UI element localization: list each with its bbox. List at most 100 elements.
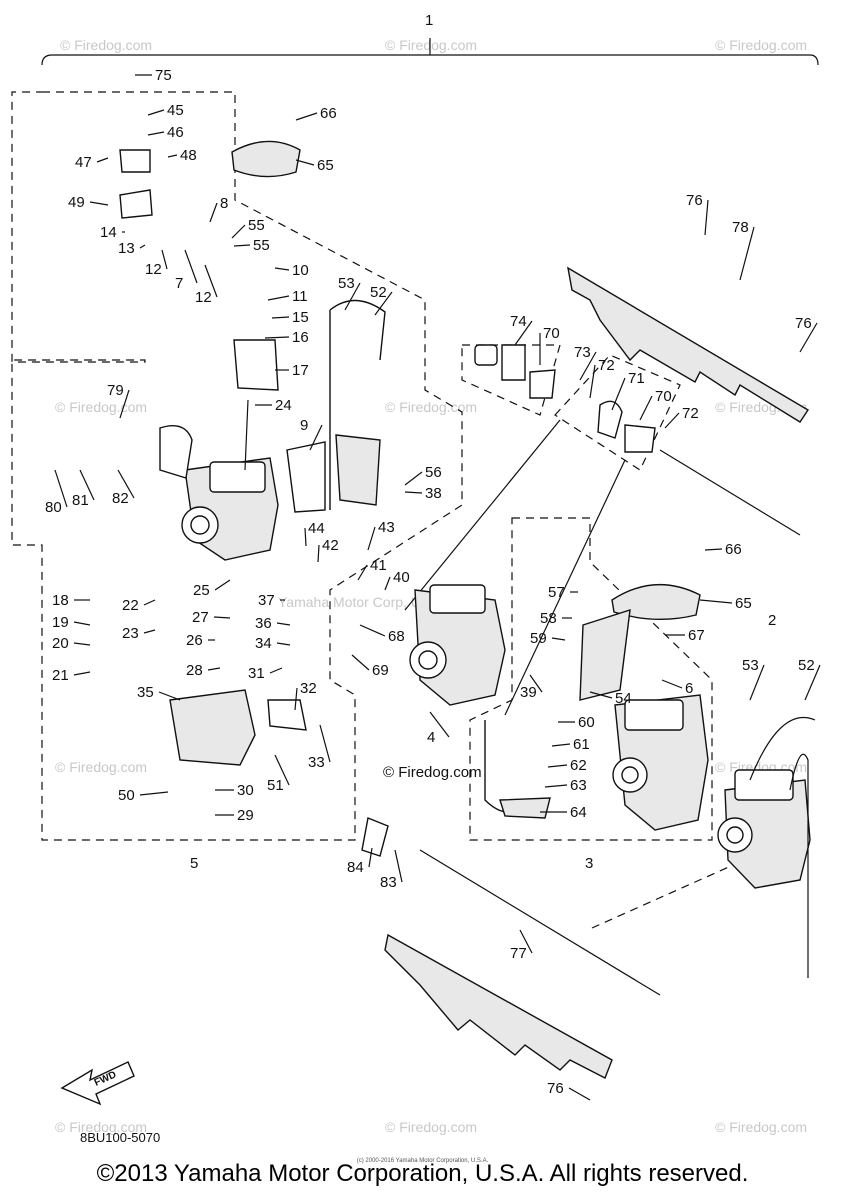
callout-label: 55	[253, 237, 270, 254]
callout-leader	[344, 282, 361, 311]
callout-label: 14	[100, 224, 117, 241]
callout-label: 29	[237, 807, 254, 824]
callout-label: 67	[688, 627, 705, 644]
callout-leader	[158, 691, 181, 701]
diagram-code: 8BU100-5070	[80, 1130, 161, 1145]
callout-label: 2	[768, 612, 776, 629]
callout-label: 30	[237, 782, 254, 799]
callout-leader	[589, 364, 596, 399]
callout-leader	[79, 469, 95, 501]
callout-leader	[204, 264, 218, 298]
callout-leader	[276, 622, 291, 626]
watermark: © Firedog.com	[385, 37, 477, 53]
callout-leader	[304, 527, 307, 547]
callout-label: 79	[107, 382, 124, 399]
callout-label: 69	[372, 662, 389, 679]
callout-leader	[661, 679, 683, 689]
callout-leader	[73, 642, 91, 646]
callout-leader	[551, 637, 566, 641]
callout-label: 66	[725, 541, 742, 558]
callout-leader	[704, 548, 723, 551]
callout-label: 73	[574, 344, 591, 361]
callout-leader	[547, 764, 568, 768]
callout-leader	[295, 112, 318, 121]
callout-label: 35	[137, 684, 154, 701]
callout-leader	[147, 131, 165, 136]
callout-label: 12	[195, 289, 212, 306]
callout-leader	[231, 224, 246, 239]
callout-label: 56	[425, 464, 442, 481]
callout-label: 70	[655, 388, 672, 405]
callout-label: 1	[425, 12, 433, 29]
callout-leader	[143, 629, 156, 634]
callout-label: 24	[275, 397, 292, 414]
callout-label: 37	[258, 592, 275, 609]
callout-leader	[799, 322, 818, 353]
callout-label: 11	[292, 288, 308, 305]
callout-label: 28	[186, 662, 203, 679]
callout-label: 80	[45, 499, 62, 516]
callout-leader	[749, 664, 765, 701]
rod-leader-2	[554, 354, 681, 471]
callout-leader	[664, 412, 680, 429]
callout-label: 65	[735, 595, 752, 612]
carburetor-body-3	[612, 694, 709, 831]
callout-leader	[704, 199, 709, 236]
watermark: © Firedog.com	[55, 759, 147, 775]
callout-label: 72	[598, 357, 615, 374]
callout-leader	[213, 616, 231, 619]
callout-label: 78	[732, 219, 749, 236]
watermark: © Firedog.com	[55, 1119, 147, 1135]
callout-label: 17	[292, 362, 309, 379]
callout-leader	[357, 564, 368, 581]
watermark: © Firedog.com	[55, 399, 147, 415]
callout-label: 55	[248, 217, 265, 234]
carburetor-body-2	[717, 716, 816, 978]
callout-leader	[214, 579, 231, 591]
link-line	[404, 419, 561, 611]
callout-label: 61	[573, 736, 590, 753]
callout-label: 66	[320, 105, 337, 122]
callout-label: 7	[175, 275, 183, 292]
callout-leader	[269, 667, 283, 674]
callout-label: 21	[52, 667, 69, 684]
callout-label: 82	[112, 490, 129, 507]
callout-label: 48	[180, 147, 197, 164]
small-parts	[119, 140, 701, 857]
callout-label: 33	[308, 754, 325, 771]
callout-leader	[294, 687, 298, 711]
callout-leader	[233, 244, 251, 247]
callout-leader	[351, 654, 370, 671]
callout-leader	[119, 389, 130, 419]
watermark: © Firedog.com	[715, 1119, 807, 1135]
callout-leader	[161, 249, 168, 270]
assembly-boundary-3	[469, 517, 713, 841]
callout-label: 8	[220, 195, 228, 212]
callout-label: 36	[255, 615, 272, 632]
callout-label: 64	[570, 804, 587, 821]
callout-label: 44	[308, 520, 325, 537]
fwd-arrow-icon: FWD	[60, 1061, 135, 1106]
callout-leader	[274, 267, 290, 271]
callout-label: 25	[193, 582, 210, 599]
callout-leader	[739, 226, 755, 281]
callout-label: 10	[292, 262, 309, 279]
callout-leader	[207, 667, 221, 671]
callout-leader	[271, 316, 290, 319]
callout-label: 65	[317, 157, 334, 174]
copyright-footer: ©2013 Yamaha Motor Corporation, U.S.A. A…	[96, 1160, 749, 1187]
callout-leader	[359, 624, 386, 637]
callout-label: 57	[548, 584, 565, 601]
callout-label: 72	[682, 405, 699, 422]
callout-label: 39	[520, 684, 537, 701]
callout-label: 52	[370, 284, 387, 301]
callout-label: 5	[190, 855, 198, 872]
callout-label: 27	[192, 609, 209, 626]
center-copyright: © Firedog.com	[383, 764, 482, 781]
callout-leader	[404, 491, 423, 494]
rod-leader	[461, 344, 561, 416]
callout-label: 76	[686, 192, 703, 209]
callout-label: 53	[338, 275, 355, 292]
callout-leader	[139, 244, 146, 249]
